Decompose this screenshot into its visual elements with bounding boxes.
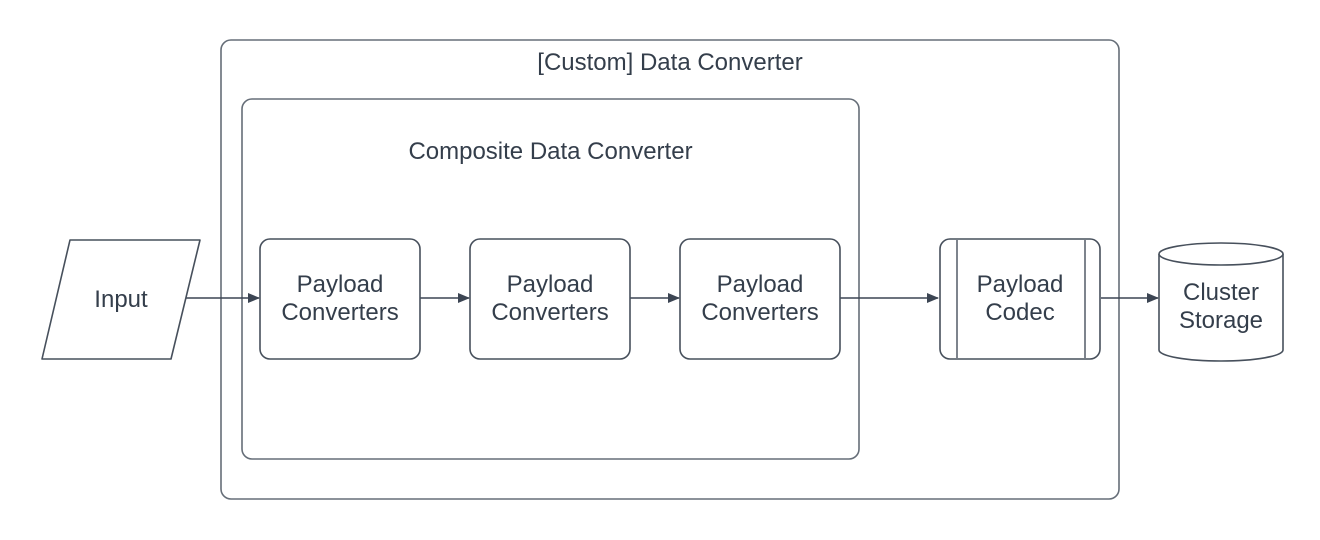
- custom-data-converter-container: [220, 39, 1120, 500]
- payload-converters-1-shape: [259, 238, 421, 360]
- payload-codec-shape: [939, 238, 1101, 360]
- payload-converters-3-shape: [679, 238, 841, 360]
- composite-data-converter-container: [241, 98, 860, 460]
- input-node-shape: [41, 239, 201, 360]
- cluster-storage-body: [1158, 254, 1284, 362]
- payload-converters-2-shape: [469, 238, 631, 360]
- cluster-storage-top: [1158, 242, 1284, 266]
